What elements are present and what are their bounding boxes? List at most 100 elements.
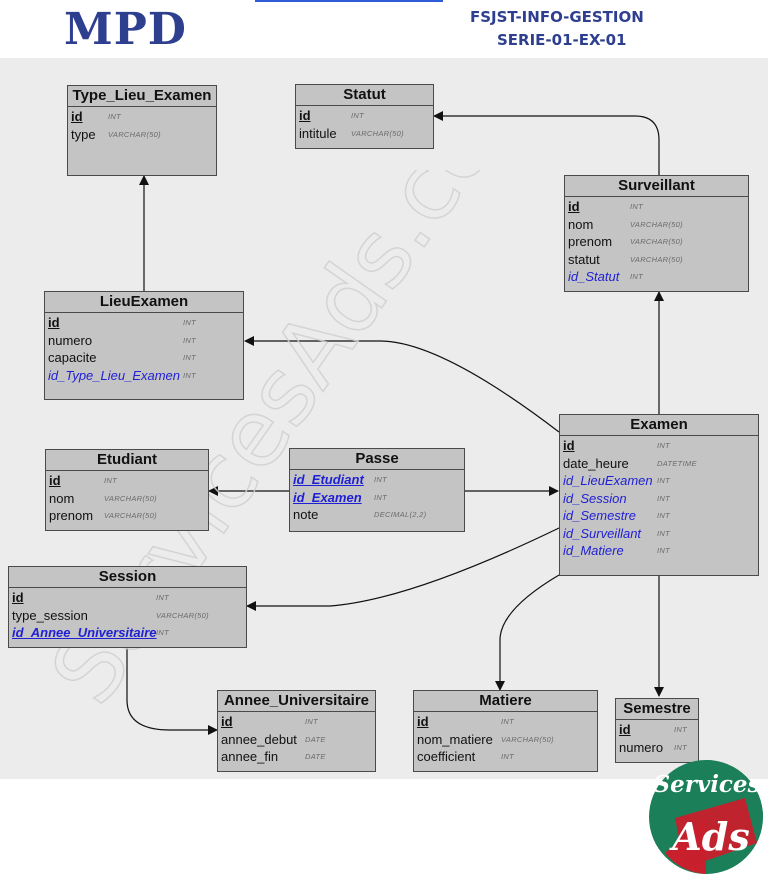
table-title: Type_Lieu_Examen [68, 86, 216, 107]
column-name: id_Surveillant [563, 525, 642, 541]
column-name: prenom [49, 508, 94, 523]
column-type: INT [104, 476, 117, 485]
column-row: prenom VARCHAR(50) [46, 507, 208, 525]
table-title: Statut [296, 85, 433, 106]
column-name: capacite [48, 350, 97, 365]
table-title: LieuExamen [45, 292, 243, 313]
column-row: intitule VARCHAR(50) [296, 125, 433, 143]
column-type: VARCHAR(50) [501, 734, 554, 744]
column-type: INT [501, 752, 514, 761]
column-name: coefficient [417, 749, 476, 764]
link-examen-lieuexamen [244, 336, 560, 433]
table-title: Matiere [414, 691, 597, 712]
column-type: INT [183, 318, 196, 327]
column-row: capacite INT [45, 349, 243, 367]
column-row: date_heure DATETIME [560, 455, 758, 473]
column-name: id [49, 473, 61, 488]
column-name: id_Type_Lieu_Examen [48, 367, 181, 383]
column-type: VARCHAR(50) [630, 219, 683, 229]
column-row: id INT [45, 314, 243, 332]
column-name: id [48, 315, 60, 330]
logo-top-text: Services [653, 771, 760, 798]
link-session-annee [126, 648, 218, 735]
column-name: annee_debut [221, 731, 297, 747]
column-type: INT [657, 546, 670, 555]
column-name: nom [568, 216, 594, 232]
column-name: type [71, 126, 96, 142]
column-type: INT [183, 353, 196, 362]
column-type: INT [657, 441, 670, 450]
column-row: id_Surveillant INT [560, 525, 758, 543]
column-name: numero [619, 739, 664, 755]
table-title: Examen [560, 415, 758, 436]
services-ads-logo: Services Ads [649, 760, 763, 874]
column-type: INT [630, 202, 643, 211]
column-type: INT [305, 717, 318, 726]
column-name: annee_fin [221, 749, 279, 764]
column-type: DECIMAL(2,2) [374, 510, 427, 519]
column-type: INT [156, 628, 169, 637]
column-type: VARCHAR(50) [630, 254, 683, 264]
top-rule [255, 0, 443, 2]
column-name: id_Annee_Universitaire [12, 625, 157, 640]
column-type: INT [657, 493, 670, 503]
table-title: Annee_Universitaire [218, 691, 375, 712]
column-row: id_Examen INT [290, 489, 464, 507]
column-type: INT [374, 475, 387, 484]
column-type: INT [108, 112, 121, 121]
column-type: VARCHAR(50) [351, 128, 404, 138]
column-row: nom VARCHAR(50) [565, 216, 748, 234]
column-name: id_LieuExamen [563, 473, 653, 488]
logo-bottom-text: Ads [669, 814, 749, 859]
column-type: DATETIME [657, 458, 697, 468]
table-title: Surveillant [565, 176, 748, 197]
column-type: INT [657, 476, 670, 485]
column-name: id_Examen [293, 489, 362, 505]
column-type: VARCHAR(50) [104, 493, 157, 503]
table-title: Session [9, 567, 246, 588]
column-type: INT [374, 492, 387, 502]
column-type: VARCHAR(50) [630, 237, 683, 246]
column-type: INT [630, 272, 643, 281]
exercise-label: SERIE-01-EX-01 [497, 31, 627, 49]
column-name: id_Etudiant [293, 472, 364, 487]
column-type: INT [657, 511, 670, 520]
link-surveillant-statut [433, 111, 660, 175]
column-name: id [221, 714, 233, 729]
column-type: INT [657, 528, 670, 538]
column-type: DATE [305, 734, 326, 744]
column-name: nom [49, 490, 75, 506]
page-title: MPD [64, 4, 187, 55]
column-type: INT [351, 111, 364, 120]
column-type: VARCHAR(50) [104, 511, 157, 520]
course-label: FSJST-INFO-GESTION [470, 8, 644, 26]
table-title: Semestre [616, 699, 698, 720]
column-row: coefficient INT [414, 748, 597, 766]
column-type: INT [674, 725, 687, 734]
column-name: date_heure [563, 455, 629, 471]
column-name: intitule [299, 125, 337, 141]
